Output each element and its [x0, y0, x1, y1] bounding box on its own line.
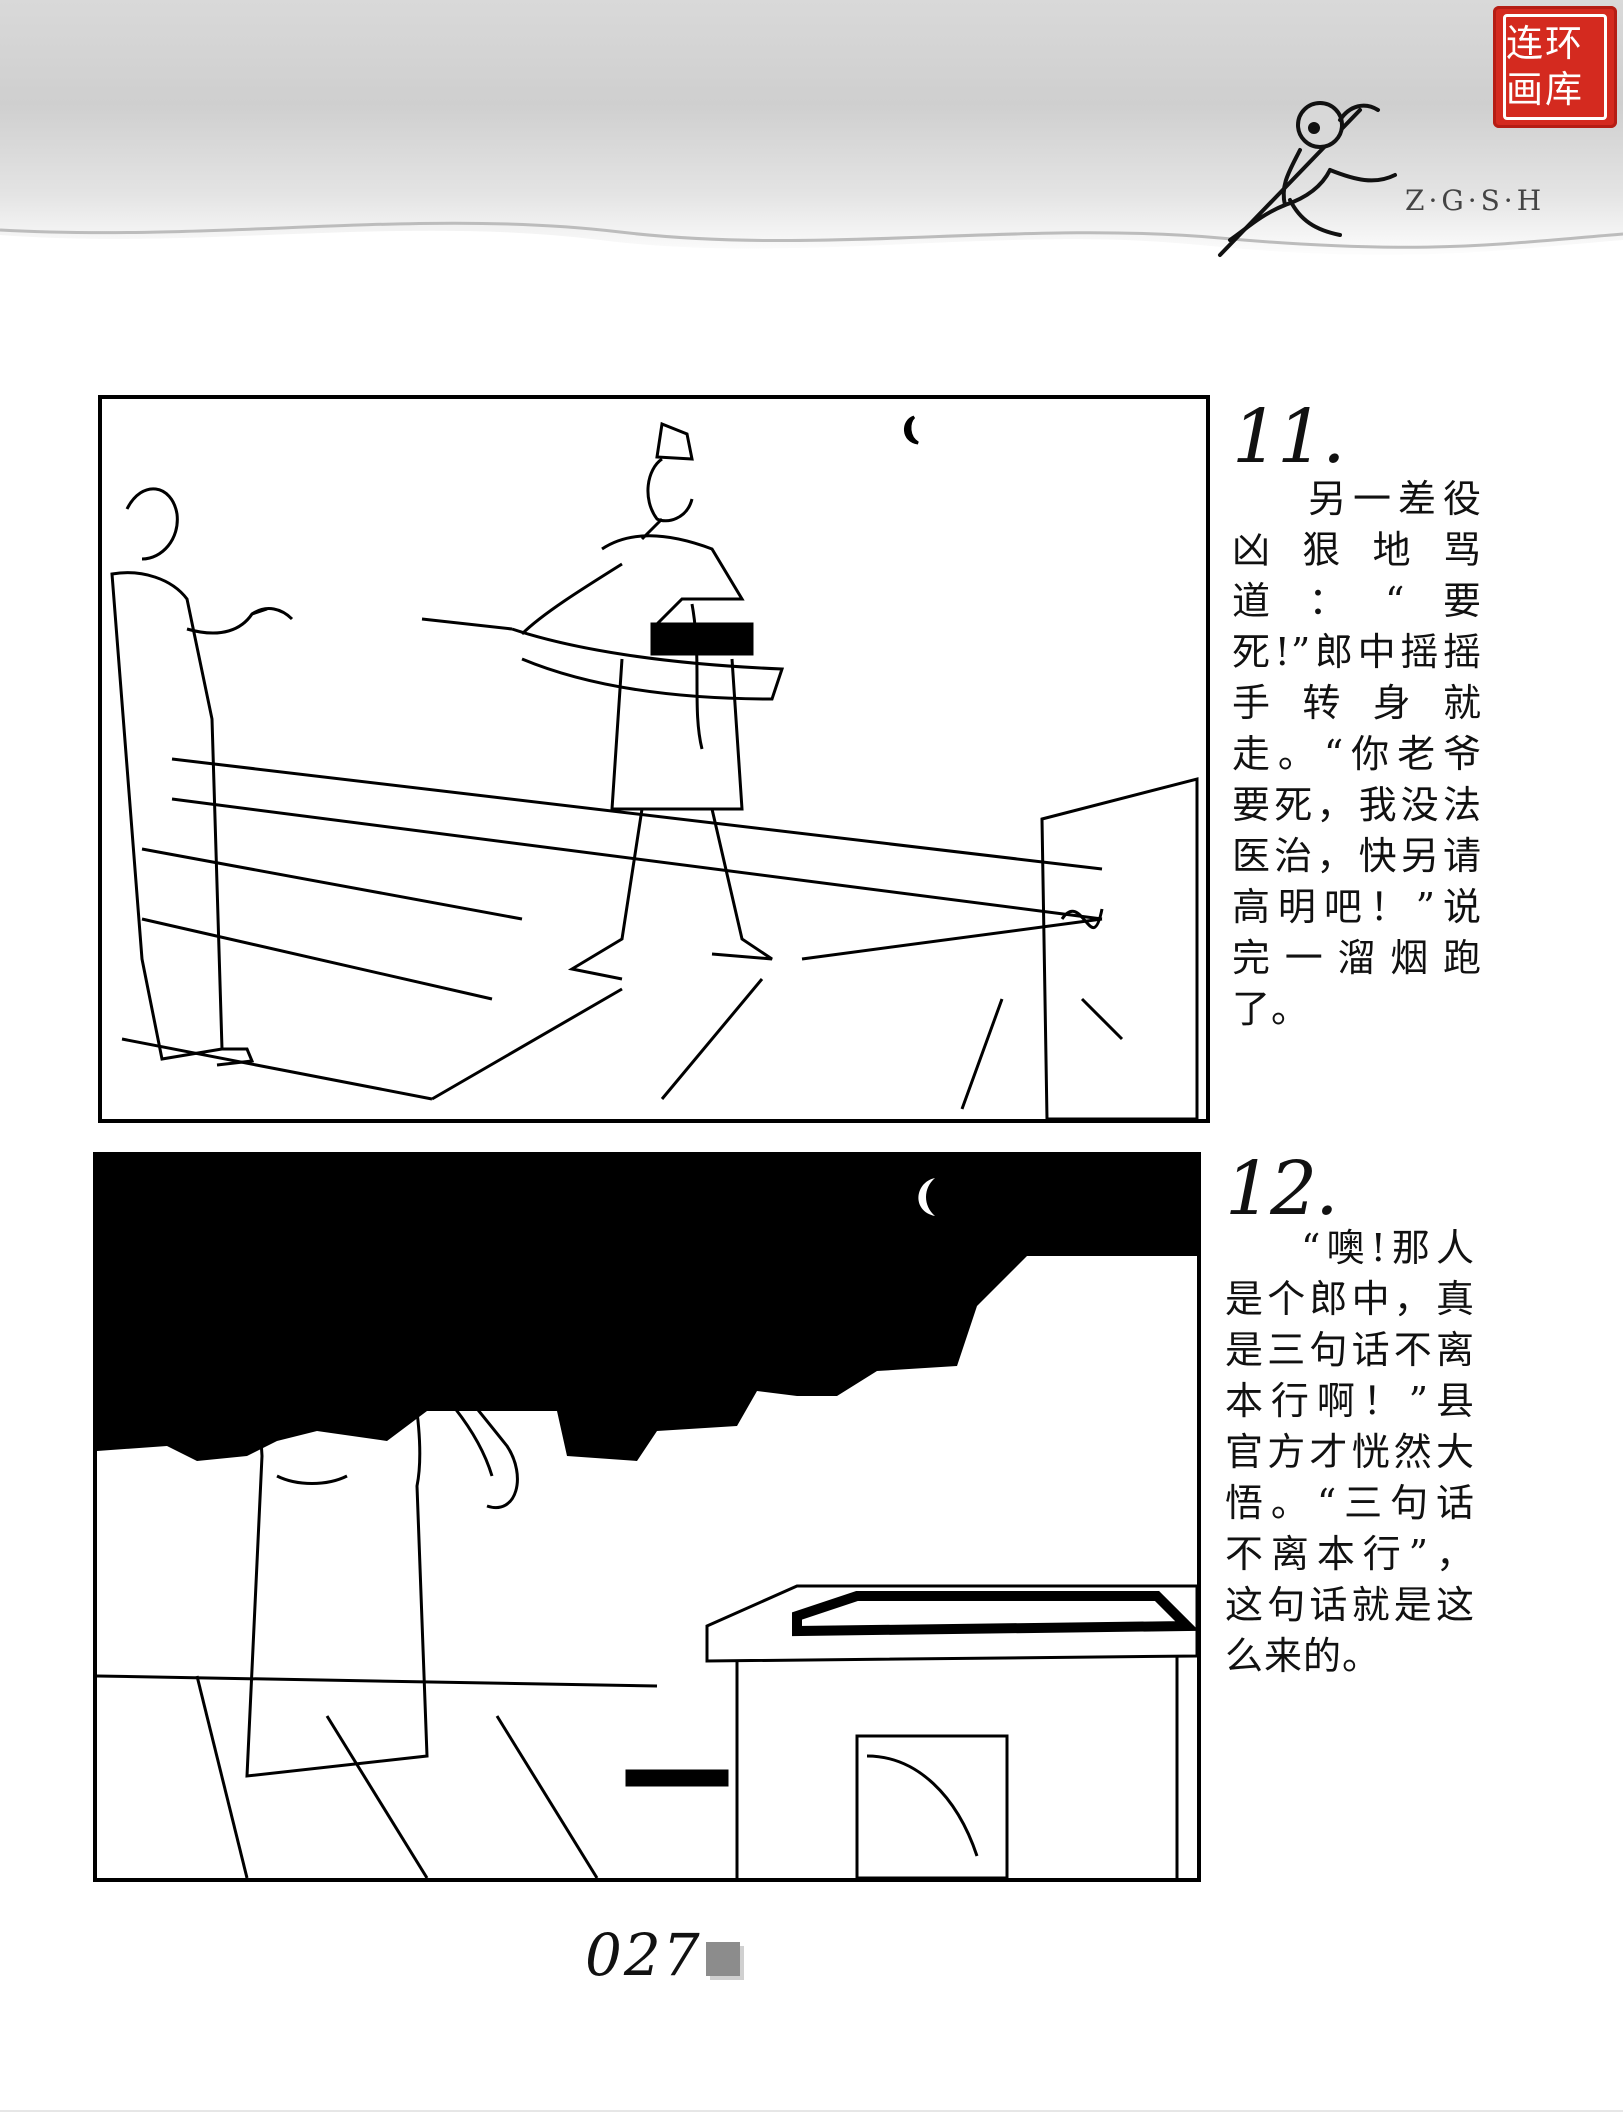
- monkey-king-icon: [1218, 101, 1397, 257]
- panel-12-drawing: [97, 1156, 1197, 1878]
- page-number: 027: [585, 1921, 702, 1989]
- panel-11-number: 11.: [1232, 394, 1346, 480]
- header-band: [0, 0, 1623, 260]
- panel-12-caption-text: “噢!那人是个郎中，真是三句话不离本行啊！”县官方才恍然大悟。“三句话不离本行”…: [1225, 1226, 1475, 1678]
- panel-11-caption-text: 另一差役凶狠地骂道：“要死!”郎中摇摇手转身就走。“你老爷要死，我没法医治，快另…: [1232, 477, 1482, 1031]
- series-mark: Z·G·S·H: [1405, 184, 1546, 217]
- panel-12-illustration: [93, 1152, 1201, 1882]
- publisher-seal: 连环 画库: [1493, 6, 1617, 128]
- page-number-marker: [706, 1942, 740, 1976]
- seal-border: [1503, 14, 1607, 120]
- header-texture: [0, 221, 1623, 260]
- panel-11-illustration: [98, 395, 1210, 1123]
- seal-line-1: 连环: [1506, 22, 1584, 65]
- seal-line-2: 画库: [1506, 68, 1584, 111]
- panel-12-number: 12.: [1225, 1146, 1339, 1232]
- panel-11-drawing: [110, 415, 1199, 1119]
- bottom-rule: [0, 2110, 1623, 2112]
